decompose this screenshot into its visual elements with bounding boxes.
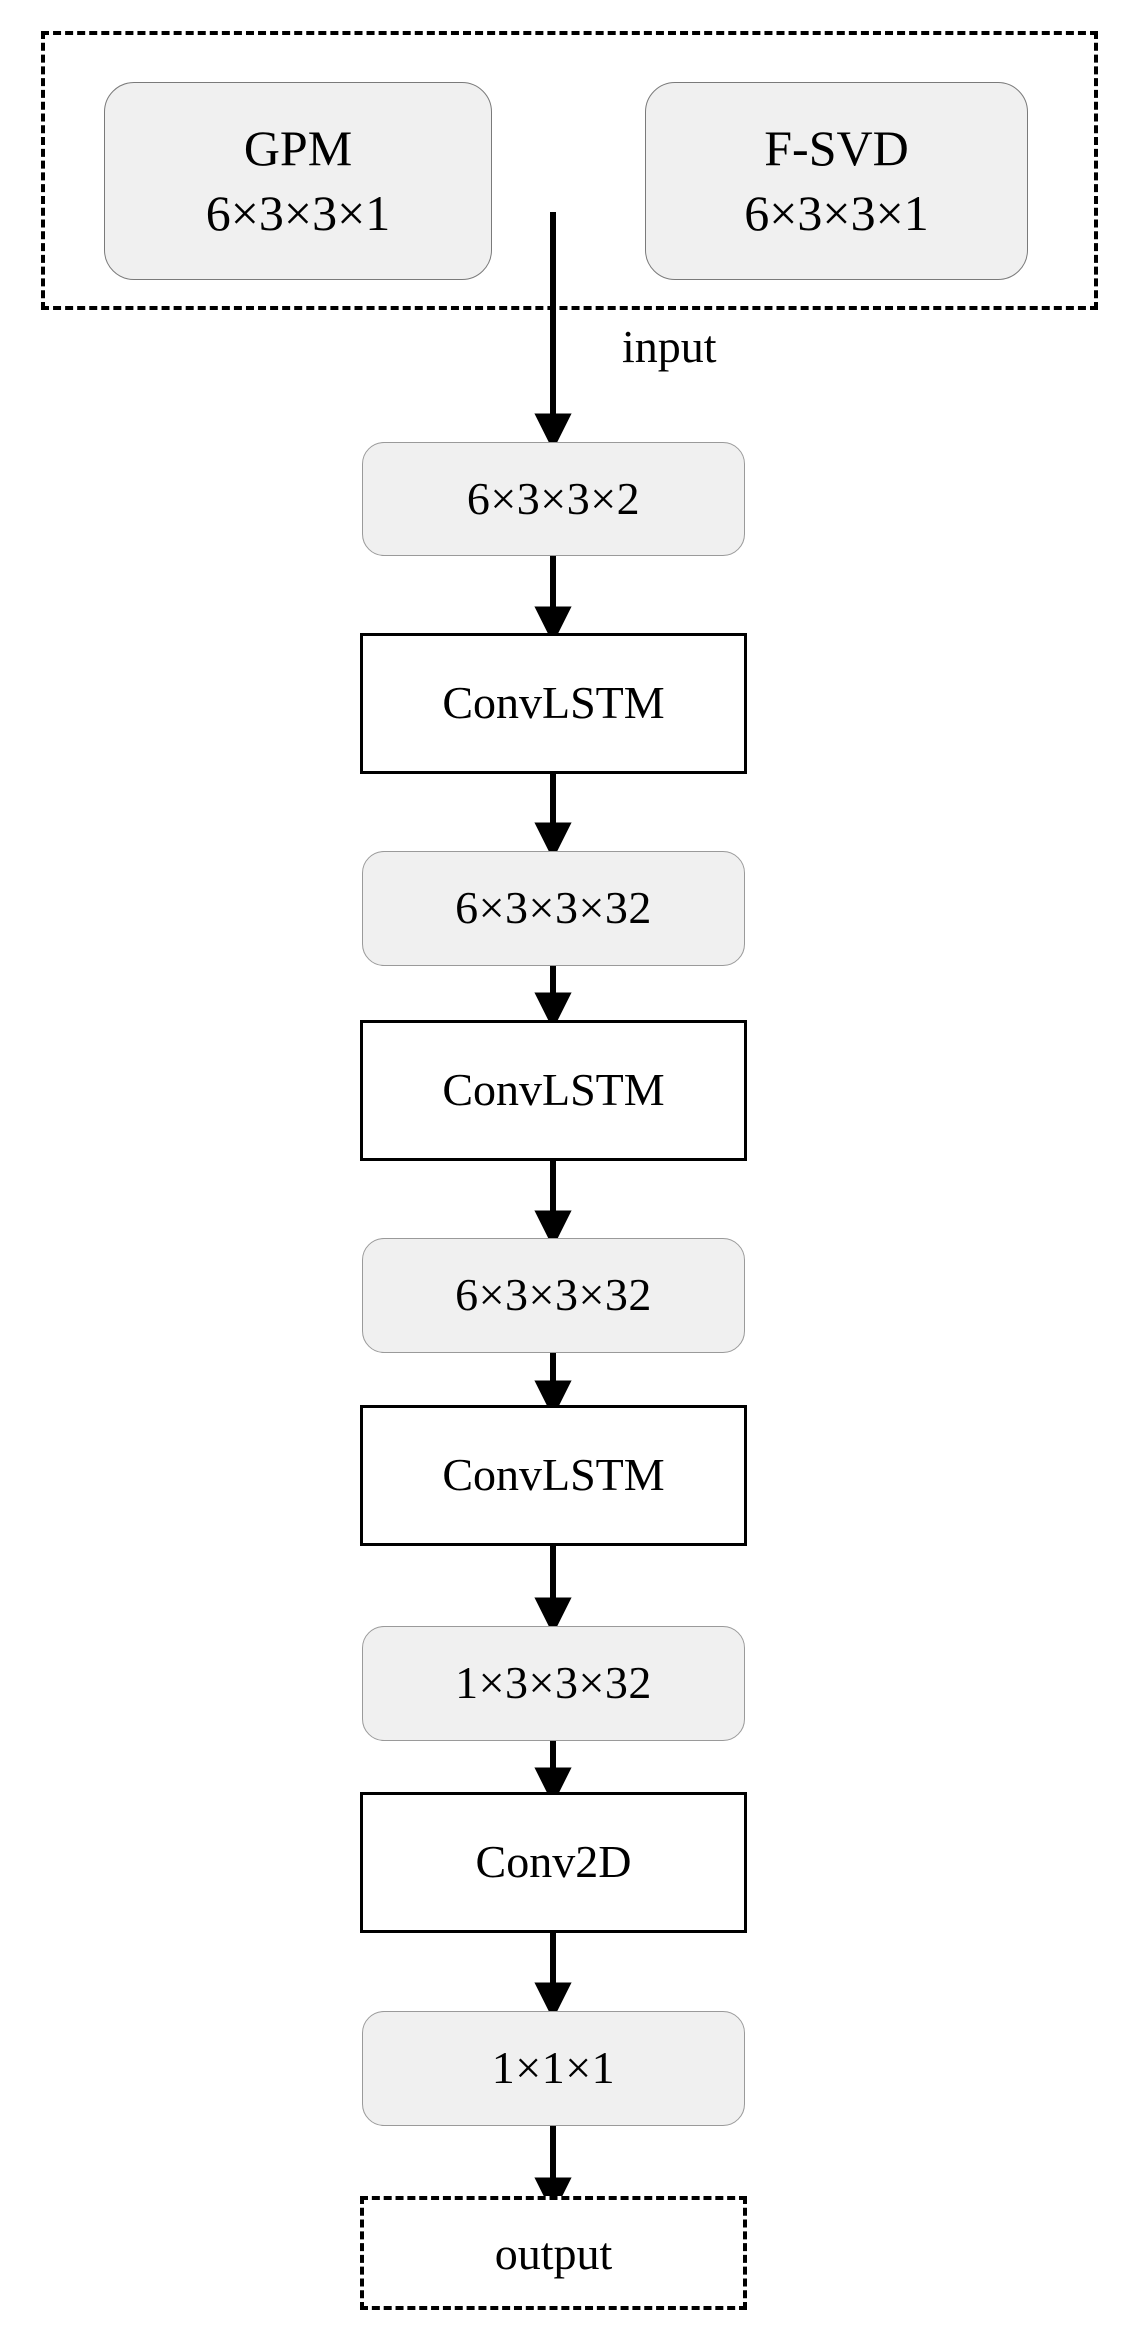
source-fsvd-name: F-SVD	[764, 120, 909, 176]
node-tensor-2-label: 6×3×3×32	[455, 1269, 652, 1321]
node-tensor-1[interactable]: 6×3×3×32	[362, 851, 745, 966]
node-convlstm-1[interactable]: ConvLSTM	[360, 633, 747, 774]
node-tensor-3-label: 1×3×3×32	[455, 1657, 652, 1709]
node-convlstm-2[interactable]: ConvLSTM	[360, 1020, 747, 1161]
node-convlstm-1-label: ConvLSTM	[442, 677, 665, 729]
node-convlstm-2-label: ConvLSTM	[442, 1064, 665, 1116]
edge-label-input: input	[622, 321, 717, 372]
node-tensor-1-label: 6×3×3×32	[455, 882, 652, 934]
node-tensor-3[interactable]: 1×3×3×32	[362, 1626, 745, 1741]
node-conv2d[interactable]: Conv2D	[360, 1792, 747, 1933]
source-fsvd-shape: 6×3×3×1	[744, 185, 929, 241]
source-gpm-name: GPM	[243, 120, 353, 176]
node-convlstm-3[interactable]: ConvLSTM	[360, 1405, 747, 1546]
node-tensor-out-label: 1×1×1	[491, 2042, 616, 2094]
output-label: output	[494, 2227, 613, 2279]
input-group-container	[41, 31, 1098, 310]
node-tensor-in[interactable]: 6×3×3×2	[362, 442, 745, 556]
node-convlstm-3-label: ConvLSTM	[442, 1449, 665, 1501]
output-group-container[interactable]: output	[360, 2196, 747, 2310]
node-tensor-in-label: 6×3×3×2	[466, 472, 641, 524]
node-conv2d-label: Conv2D	[475, 1836, 632, 1888]
source-box-fsvd[interactable]: F-SVD 6×3×3×1	[645, 82, 1028, 280]
source-gpm-shape: 6×3×3×1	[205, 185, 391, 241]
source-box-gpm[interactable]: GPM 6×3×3×1	[104, 82, 492, 280]
node-tensor-out[interactable]: 1×1×1	[362, 2011, 745, 2126]
node-tensor-2[interactable]: 6×3×3×32	[362, 1238, 745, 1353]
